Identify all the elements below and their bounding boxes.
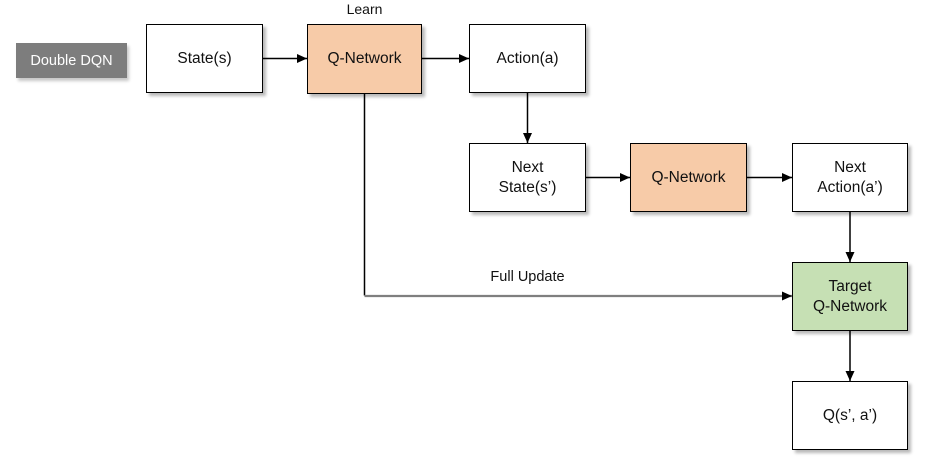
node-next-action-line1: Next [834,158,866,176]
node-state: State(s) [146,24,263,93]
node-next-state-line2: State(s’) [498,178,557,196]
node-target-q-network-line2: Q-Network [812,297,888,315]
node-next-state: Next State(s’) [469,143,586,212]
node-target-q-network-line1: Target [828,277,872,295]
node-q-network-1: Q-Network [307,24,422,94]
node-state-label: State(s) [177,49,232,67]
diagram-tag: Double DQN [16,43,127,78]
node-q-network-1-label: Q-Network [327,50,402,67]
node-q-network-2-label: Q-Network [651,168,726,186]
node-next-state-line1: Next [511,158,544,176]
node-next-action-line2: Action(a’) [817,178,883,196]
full-update-label: Full Update [490,269,565,285]
diagram-tag-label: Double DQN [30,52,113,69]
learn-label: Learn [346,1,383,17]
node-q-value: Q(s’, a’) [792,381,908,450]
node-next-action: Next Action(a’) [792,143,908,212]
node-q-value-label: Q(s’, a’) [822,406,878,424]
node-q-network-2: Q-Network [630,143,747,212]
node-action: Action(a) [469,24,586,93]
node-action-label: Action(a) [496,49,559,67]
node-target-q-network: Target Q-Network [792,262,908,331]
